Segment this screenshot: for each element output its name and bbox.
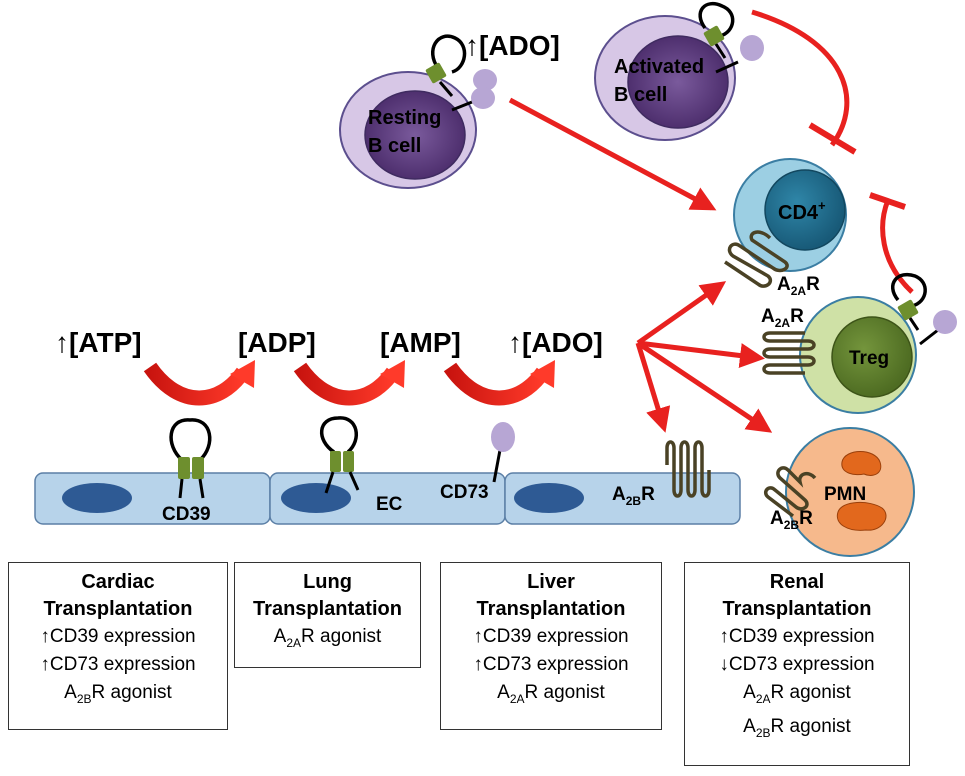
treg-label: Treg [849,348,889,369]
liver-line-3: A2AR agonist [497,682,605,706]
a2a-receptor-cd4 [724,230,789,288]
a2b-ec-label: A2BR [612,484,655,508]
liver-title-2: Transplantation [476,598,626,620]
cardiac-line-1: ↑CD39 expression [40,626,196,647]
renal-title-2: Transplantation [722,598,872,620]
lung-title-2: Transplantation [253,598,402,620]
renal-box: Renal Transplantation ↑CD39 expression ↓… [684,562,910,766]
a2b-receptor-ec [665,440,711,498]
pmn-label: PMN [824,484,866,505]
conversion-arrows [143,360,555,406]
ado-to-pmn-arrow [636,340,773,433]
liver-line-2: ↑CD73 expression [473,654,629,675]
resting-b-label-2: B cell [368,135,421,157]
cardiac-title-1: Cardiac [81,571,155,593]
liver-line-1: ↑CD39 expression [473,626,629,647]
activated-b-inhibition [751,9,850,147]
renal-line-3: A2AR agonist [743,682,851,706]
renal-line-1: ↑CD39 expression [719,626,875,647]
ec-nucleus-1 [62,483,132,513]
renal-line-4: A2BR agonist [743,715,851,740]
cardiac-box: Cardiac Transplantation ↑CD39 expression… [8,562,228,730]
treg-cell: Treg A2AR [761,272,957,414]
renal-title-1: Renal [769,571,825,593]
a2a-cd4-label: A2AR [777,274,820,298]
lung-line-1: A2AR agonist [273,626,382,650]
ec-nucleus-2 [281,483,351,513]
a2a-treg-label: A2AR [761,306,804,330]
cd39-label: CD39 [162,504,211,525]
adp-label: [ADP] [238,327,316,358]
cd4-t-cell: CD4+ A2AR [724,158,847,298]
liver-box: Liver Transplantation ↑CD39 expression ↑… [440,562,662,730]
ec-label: EC [376,494,403,515]
cardiac-line-3: A2BR agonist [64,682,172,706]
endothelial-layer [34,472,741,525]
renal-line-2: ↓CD73 expression [719,654,875,675]
cardiac-title-2: Transplantation [43,598,193,620]
ado-label: ↑[ADO] [508,327,603,358]
resting-b-label-1: Resting [368,107,441,129]
liver-title-1: Liver [527,571,575,593]
pmn-cell: PMN A2BR [763,427,915,557]
cd39-enzyme-1 [169,418,212,499]
cd73-enzyme [491,422,515,483]
signaling-arrows [508,9,914,433]
activated-b-cell: Activated B cell [594,2,764,141]
cardiac-line-2: ↑CD73 expression [40,654,196,675]
lung-box: Lung Transplantation A2AR agonist [234,562,421,668]
cd4-label: CD4+ [778,198,826,224]
ado-to-cd4-arrow [636,281,727,346]
a2b-receptor-pmn [763,466,817,518]
atp-label: ↑[ATP] [55,327,142,358]
ado-to-ec-a2b-arrow [635,342,671,433]
resting-b-cell: Resting B cell [339,34,497,189]
amp-label: [AMP] [380,327,461,358]
atp-to-adp-arrow [143,362,250,406]
cd39-enzyme-2 [320,416,360,494]
a2a-receptor-treg [762,331,816,375]
bcell-to-cd4-arrow [508,97,717,211]
ado-top-label: ↑[ADO] [465,30,560,61]
pmn-nucleus-top [841,451,882,476]
amp-to-ado-arrow [443,362,550,406]
treg-inhibition [880,199,914,294]
pmn-nucleus-bottom [836,502,887,531]
a2b-pmn-label: A2BR [770,508,813,532]
activated-b-label-1: Activated [614,56,704,78]
ado-to-treg-arrow [637,340,765,368]
ec-nucleus-3 [514,483,584,513]
cd73-label: CD73 [440,482,489,503]
adp-to-amp-arrow [293,362,400,406]
activated-b-label-2: B cell [614,84,667,106]
lung-title-1: Lung [303,571,352,593]
